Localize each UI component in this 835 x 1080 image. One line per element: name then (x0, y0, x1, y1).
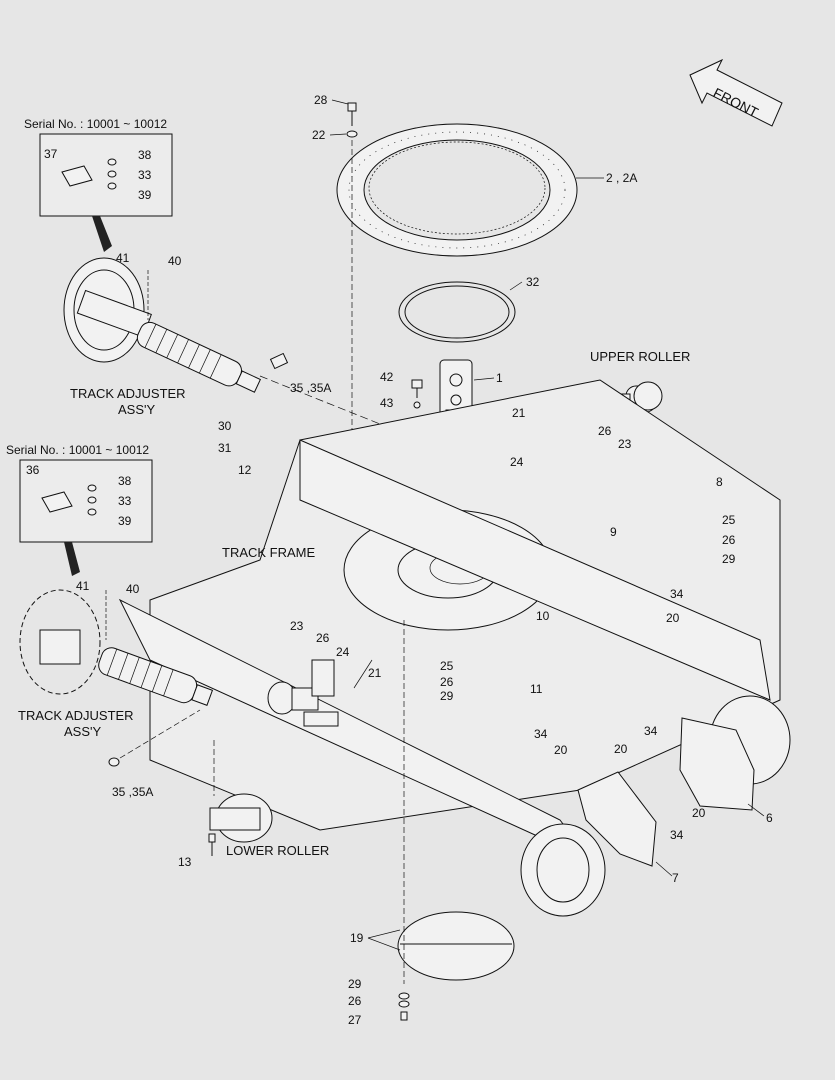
serial-label-top: Serial No. : 10001 ~ 10012 (24, 117, 167, 131)
bolt-28 (346, 102, 358, 560)
bottom-plate (397, 620, 515, 1021)
part-number: 30 (218, 419, 232, 433)
serial-label-mid: Serial No. : 10001 ~ 10012 (6, 443, 149, 457)
part-number: 29 (722, 552, 736, 566)
part-number: 43 (380, 396, 394, 410)
part-number: 20 (666, 611, 680, 625)
part-number: 26 (348, 994, 362, 1008)
serial-box-top: Serial No. : 10001 ~ 10012 (24, 117, 173, 252)
track-adjuster-top-label-1: TRACK ADJUSTER (70, 386, 186, 401)
track-adjuster-top (63, 257, 421, 441)
part-number: 34 (670, 587, 684, 601)
part-number: 26 (316, 631, 330, 645)
part-number: 19 (350, 931, 364, 945)
part-number: 37 (44, 147, 58, 161)
track-adjuster-bottom (19, 589, 214, 767)
track-frame-label: TRACK FRAME (222, 545, 316, 560)
part-number: 32 (526, 275, 540, 289)
part-number: 40 (168, 254, 182, 268)
part-number: 26 (598, 424, 612, 438)
track-adjuster-bot-label-2: ASS'Y (64, 724, 101, 739)
track-adjuster-bot-label-1: TRACK ADJUSTER (18, 708, 134, 723)
part-number: 13 (178, 855, 192, 869)
part-number: 2 , 2A (606, 171, 637, 185)
part-number: 31 (218, 441, 232, 455)
upper-roller (559, 381, 663, 441)
part-number: 33 (138, 168, 152, 182)
part-number-labels: 28 22 2 , 2A 32 37 38 33 39 41 40 35 ,35… (26, 93, 773, 1027)
part-number: 38 (138, 148, 152, 162)
leader-lines (329, 99, 765, 951)
part-number: 10 (536, 609, 550, 623)
part-number: 23 (290, 619, 304, 633)
part-number: 34 (670, 828, 684, 842)
part-number: 21 (368, 666, 382, 680)
part-number: 22 (312, 128, 326, 142)
part-number: 12 (238, 463, 252, 477)
part-number: 7 (672, 871, 679, 885)
cover-6 (679, 717, 755, 811)
part-number: 28 (314, 93, 328, 107)
part-number: 34 (644, 724, 658, 738)
part-number: 40 (126, 582, 140, 596)
bolt-42 (411, 379, 423, 409)
part-number: 20 (554, 743, 568, 757)
part-number: 35 ,35A (112, 785, 153, 799)
lower-roller-label: LOWER ROLLER (226, 843, 329, 858)
lower-roller (208, 740, 273, 856)
part-number: 21 (512, 406, 526, 420)
part-number: 20 (692, 806, 706, 820)
part-number: 41 (116, 251, 130, 265)
serial-box-mid: Serial No. : 10001 ~ 10012 (6, 443, 153, 576)
track-adjuster-top-label-2: ASS'Y (118, 402, 155, 417)
part-number: 42 (380, 370, 394, 384)
cover-7 (577, 771, 657, 867)
part-number: 24 (510, 455, 524, 469)
part-number: 41 (76, 579, 90, 593)
part-number: 1 (496, 371, 503, 385)
part-number: 24 (336, 645, 350, 659)
part-number: 9 (610, 525, 617, 539)
part-number: 25 (440, 659, 454, 673)
part-number: 8 (716, 475, 723, 489)
track-frame (118, 379, 791, 917)
part-number: 20 (614, 742, 628, 756)
part-number: 11 (530, 682, 543, 696)
upper-roller-label: UPPER ROLLER (590, 349, 690, 364)
part-number: 6 (766, 811, 773, 825)
part-number: 26 (440, 675, 454, 689)
assembly-labels: TRACK ADJUSTER ASS'Y TRACK ADJUSTER ASS'… (18, 349, 690, 858)
part-number: 35 ,35A (290, 381, 331, 395)
side-roller-mid (267, 659, 339, 727)
part-number: 33 (118, 494, 132, 508)
part-number: 27 (348, 1013, 362, 1027)
part-number: 38 (118, 474, 132, 488)
part-number: 34 (534, 727, 548, 741)
seal-ring (398, 281, 516, 343)
part-number: 29 (440, 689, 454, 703)
part-number: 25 (722, 513, 736, 527)
swing-bearing (336, 123, 578, 257)
part-number: 39 (138, 188, 152, 202)
part-number: 23 (618, 437, 632, 451)
part-number: 29 (348, 977, 362, 991)
front-arrow: FRONT (689, 58, 783, 127)
part-number: 39 (118, 514, 132, 528)
part-number: 26 (722, 533, 736, 547)
part-number: 36 (26, 463, 40, 477)
